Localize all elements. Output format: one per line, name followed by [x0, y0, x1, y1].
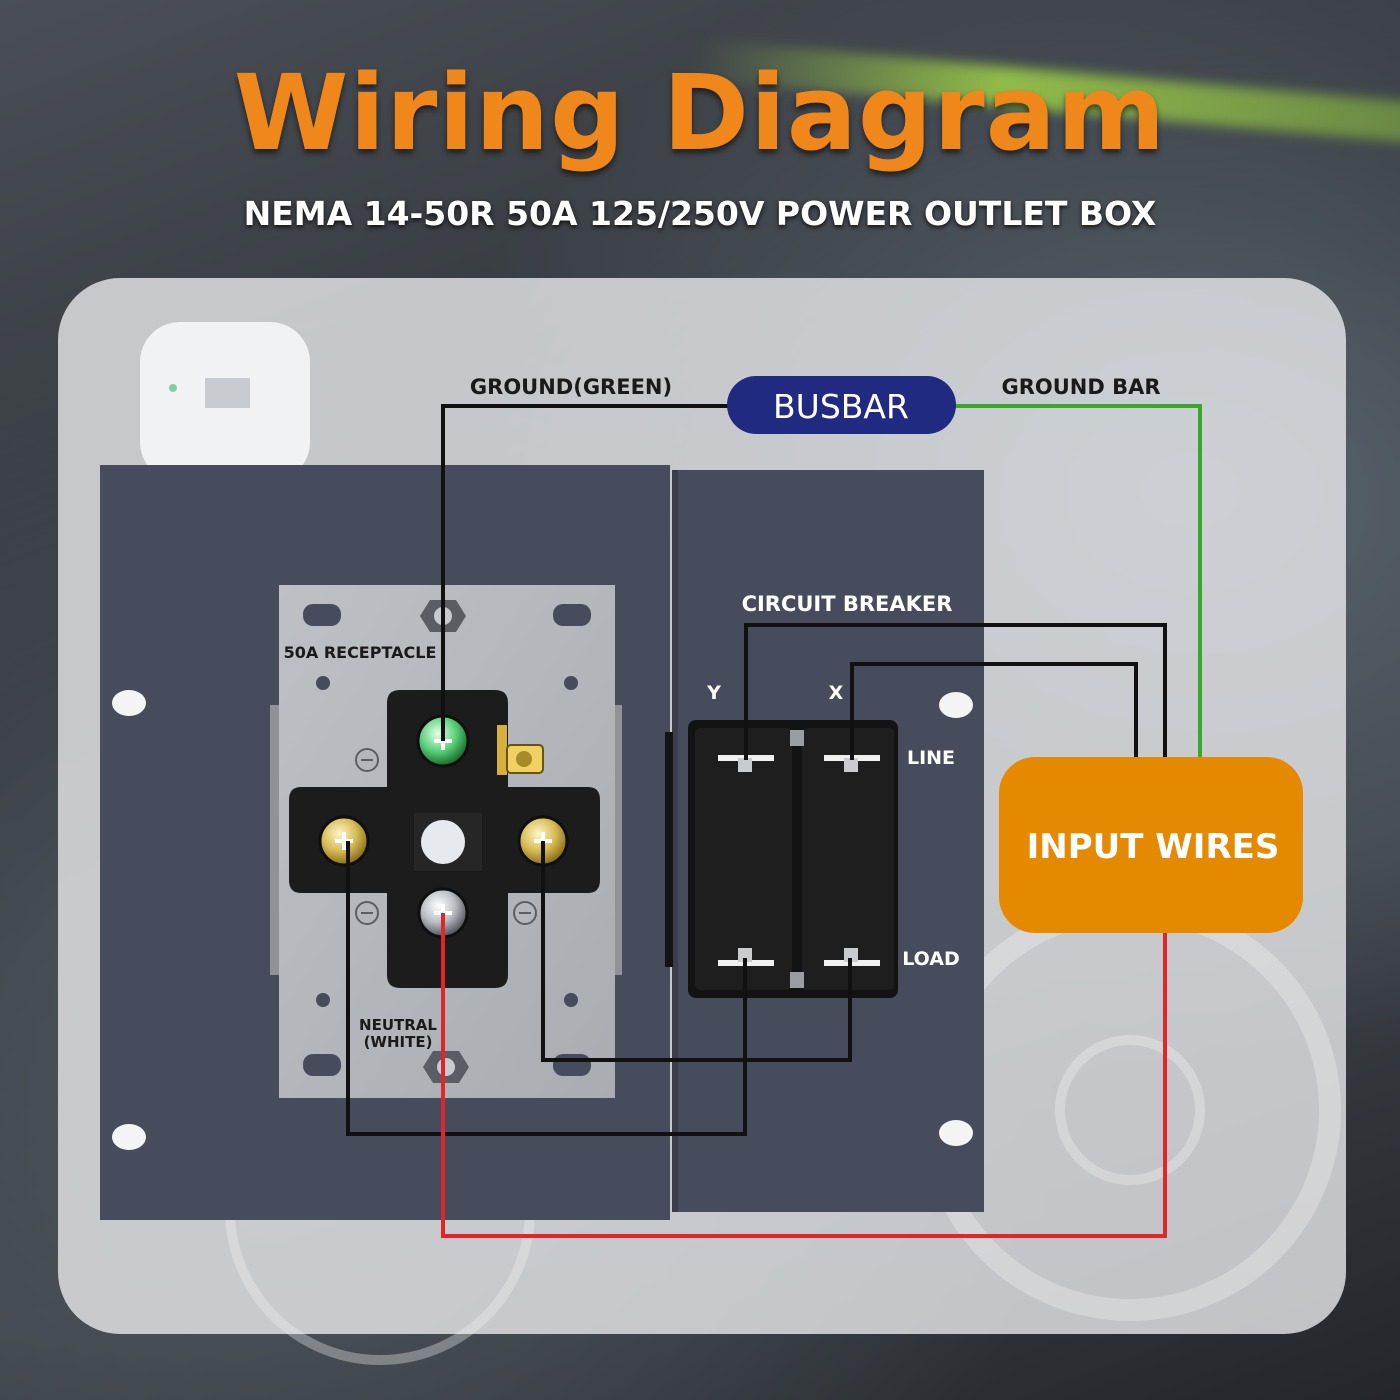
y-label: Y: [706, 682, 721, 704]
ground-green-label: GROUND(GREEN): [470, 375, 672, 399]
ground-lug: [497, 725, 544, 775]
input-wire-y-line: [744, 623, 1167, 760]
ground-bar-label: GROUND BAR: [1001, 375, 1160, 399]
load-label: LOAD: [902, 948, 960, 970]
page-title: Wiring Diagram: [233, 52, 1167, 174]
ground-wire-busbar: [955, 404, 1202, 760]
circuit-breaker-label: CIRCUIT BREAKER: [742, 592, 953, 616]
receptacle-label: 50A RECEPTACLE: [284, 643, 437, 662]
mounting-screws: [355, 748, 537, 925]
input-wires-box: INPUT WIRES: [999, 757, 1303, 933]
input-wires-label: INPUT WIRES: [1027, 827, 1280, 867]
page-subtitle: NEMA 14-50R 50A 125/250V POWER OUTLET BO…: [243, 194, 1157, 233]
circuit-breaker: [665, 720, 898, 998]
wires: [346, 404, 1202, 1238]
busbar-label: BUSBAR: [773, 387, 909, 426]
ground-wire-receptacle: [441, 404, 730, 741]
neutral-label-line2: (WHITE): [364, 1033, 433, 1051]
x-label: X: [829, 682, 844, 704]
center-hole: [421, 820, 465, 864]
ev-charger-image: [140, 322, 310, 482]
neutral-wire: [441, 913, 1167, 1238]
neutral-label-line1: NEUTRAL: [359, 1016, 437, 1034]
busbar: BUSBAR: [727, 376, 956, 434]
hot-wire-y-load: [346, 841, 747, 1136]
hot-wire-x-load: [541, 841, 852, 1062]
line-label: LINE: [907, 747, 955, 769]
input-wire-x-line: [850, 662, 1138, 760]
